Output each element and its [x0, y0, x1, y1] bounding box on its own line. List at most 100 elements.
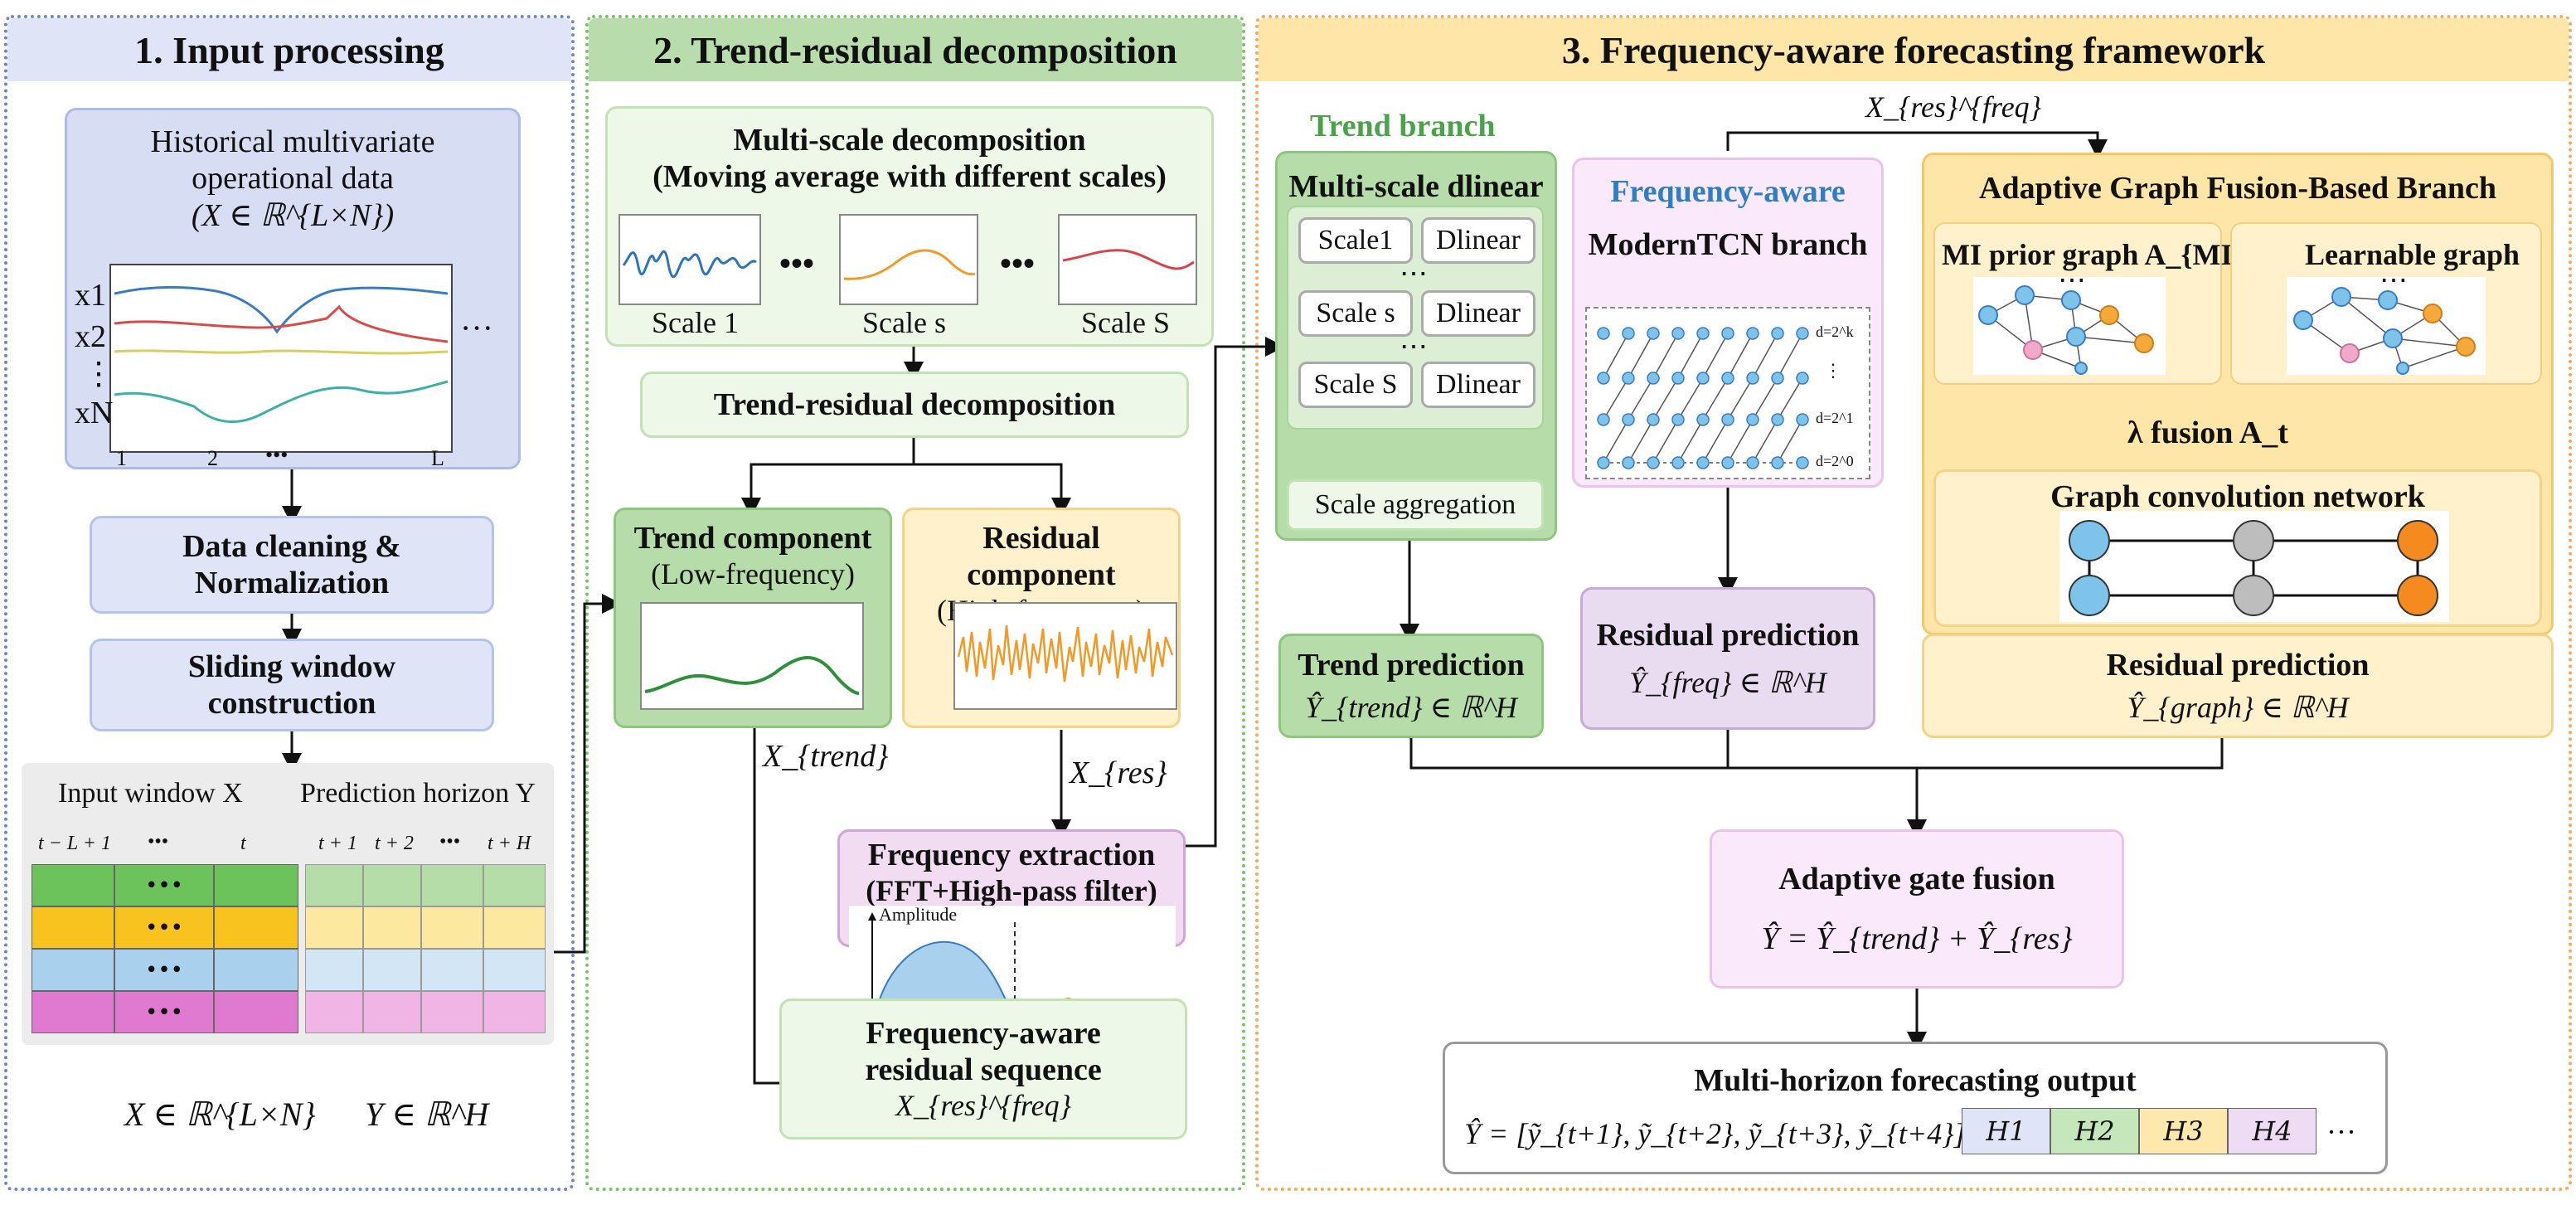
axis-tick-1: 1 — [116, 446, 127, 470]
learn-graph-canvas — [2287, 277, 2486, 375]
input-header-1: t − L + 1 — [38, 833, 111, 854]
axis-tick-l: L — [431, 446, 444, 470]
adaptive-gate-fusion-box: Adaptive gate fusion Ŷ = Ŷ_{trend} + Ŷ_{… — [1710, 829, 2124, 989]
in-r1-c1 — [32, 864, 114, 906]
clean-line1: Data cleaning & — [182, 529, 401, 564]
msd-dots-1: ⋯ — [1400, 259, 1428, 289]
scale-label-S: Scale S — [1081, 306, 1170, 339]
h-r1-c4 — [483, 864, 546, 906]
in-r3-c3 — [214, 949, 298, 991]
msd-dlinear1-label: Dlinear — [1436, 225, 1521, 255]
x-res-label: X_{res} — [1070, 756, 1167, 790]
in-r2-c2: ••• — [114, 906, 214, 949]
gcn-label: Graph convolution network — [2050, 479, 2425, 514]
horizon-grid — [305, 864, 546, 1033]
x-formula: X ∈ ℝ^{L×N} — [124, 1096, 316, 1133]
mi-graph-dots: ⋯ — [2058, 265, 2086, 296]
msd-scales-label: Scale s — [1316, 298, 1395, 328]
panel-title-input-processing: 1. Input processing — [7, 18, 571, 81]
h-r2-c3 — [421, 906, 483, 949]
h-r2-c1 — [305, 906, 363, 949]
freq-line2: (FFT+High-pass filter) — [866, 874, 1157, 907]
series-label-x2: x2 — [75, 319, 106, 354]
resid-line1: Residual component — [967, 521, 1116, 592]
input-window-grid: ••• ••• ••• ••• — [32, 864, 298, 1033]
trend-residual-decomp-box: Trend-residual decomposition — [640, 372, 1189, 438]
residual-prediction-freq-box: Residual prediction Ŷ_{freq} ∈ ℝ^H — [1580, 587, 1875, 730]
trend-pred-formula: Ŷ_{trend} ∈ ℝ^H — [1305, 691, 1517, 724]
tcn-dilated-graph — [1597, 327, 1809, 469]
panel-title-forecasting: 3. Frequency-aware forecasting framework — [1259, 18, 2569, 81]
out-dots: ··· — [2326, 1115, 2356, 1149]
msd-scale1-label: Scale1 — [1317, 225, 1394, 255]
mi-graph-canvas — [1973, 277, 2166, 375]
tcn-label-dk: d=2^k — [1816, 323, 1854, 340]
msd-dlinear3: Dlinear — [1421, 362, 1535, 408]
tcn-diagram — [1585, 307, 1870, 479]
freq-aware-residual-box: Frequency-aware residual sequence X_{res… — [779, 998, 1187, 1139]
tcn-label-vdots: ⋮ — [1824, 360, 1842, 381]
trend-line1: Trend component — [633, 521, 872, 556]
horizon-h1: H1 — [1962, 1108, 2050, 1154]
scale-agg-label: Scale aggregation — [1314, 489, 1516, 520]
prediction-horizon-label: Prediction horizon Y — [300, 778, 536, 809]
input-header-3: t — [240, 833, 246, 854]
msd-dlinear2-label: Dlinear — [1436, 298, 1521, 328]
y-formula: Y ∈ ℝ^H — [365, 1096, 489, 1133]
trend-prediction-box: Trend prediction Ŷ_{trend} ∈ ℝ^H — [1278, 634, 1544, 738]
in-r3-c1 — [32, 949, 114, 991]
gcn-svg — [2069, 520, 2438, 616]
series-x1-line — [114, 286, 449, 334]
h-r3-c1 — [305, 949, 363, 991]
gcn-canvas — [2059, 511, 2449, 622]
sliding-line1: Sliding window — [187, 649, 396, 684]
learn-graph-dots: ⋯ — [2380, 265, 2408, 296]
in-r2-c3 — [214, 906, 298, 949]
panel-title-trend-residual: 2. Trend-residual decomposition — [589, 18, 1242, 81]
h-r4-c1 — [305, 991, 363, 1033]
h-r1-c2 — [363, 864, 421, 906]
far-line1: Frequency-aware — [866, 1016, 1101, 1051]
in-r1-c2: ••• — [114, 864, 214, 906]
msd-scales: Scale s — [1298, 290, 1413, 337]
trend-line2: (Low-frequency) — [651, 557, 855, 590]
in-r4-c3 — [214, 991, 298, 1033]
resid-pred2-formula: Ŷ_{graph} ∈ ℝ^H — [2127, 691, 2349, 724]
hist-ellipsis: ··· — [460, 309, 493, 347]
h-r4-c4 — [483, 991, 546, 1033]
scale1-plot — [619, 214, 761, 305]
hist-line2: operational data — [192, 161, 394, 196]
msd-scaleS-label: Scale S — [1313, 369, 1398, 400]
msd-dots-2: ⋯ — [1400, 332, 1428, 362]
series-label-x1: x1 — [75, 278, 106, 313]
tcn-label-d0: d=2^0 — [1816, 453, 1854, 469]
h-r4-c2 — [363, 991, 421, 1033]
hist-formula: (X ∈ ℝ^{L×N}) — [191, 198, 395, 233]
h-r3-c4 — [483, 949, 546, 991]
modern-tcn-label: ModernTCN branch — [1588, 227, 1868, 262]
hist-line1: Historical multivariate — [150, 124, 435, 159]
horizon-header-2: t + 2 — [375, 833, 414, 854]
far-line2: residual sequence — [865, 1052, 1102, 1087]
msd-dlinear3-label: Dlinear — [1436, 369, 1521, 400]
series-xn-line — [114, 380, 449, 423]
series-label-vdots: ⋮ — [83, 357, 114, 391]
horizon-header-3: ••• — [439, 831, 461, 853]
in-r4-c1 — [32, 991, 114, 1033]
tcn-label-d1: d=2^1 — [1816, 410, 1854, 426]
trend-branch-label: Trend branch — [1310, 109, 1496, 143]
out-formula: Ŷ = [ỹ_{t+1}, ỹ_{t+2}, ỹ_{t+3}, ỹ_{t+4}]… — [1464, 1117, 2060, 1150]
h-r2-c4 — [483, 906, 546, 949]
fa-title: Frequency-aware — [1610, 174, 1846, 209]
learn-graph-label: Learnable graph — [2305, 238, 2520, 271]
h-r1-c1 — [305, 864, 363, 906]
scale-aggregation-box: Scale aggregation — [1287, 479, 1544, 531]
data-cleaning-box: Data cleaning & Normalization — [90, 516, 494, 614]
scale-label-1: Scale 1 — [652, 306, 739, 339]
far-formula: X_{res}^{freq} — [895, 1089, 1072, 1122]
learn-graph-svg — [2293, 287, 2476, 375]
msd-dlinear2: Dlinear — [1421, 290, 1535, 337]
in-r4-c2: ••• — [114, 991, 214, 1033]
horizon-h4: H4 — [2228, 1108, 2316, 1154]
gate-title: Adaptive gate fusion — [1778, 862, 2055, 896]
